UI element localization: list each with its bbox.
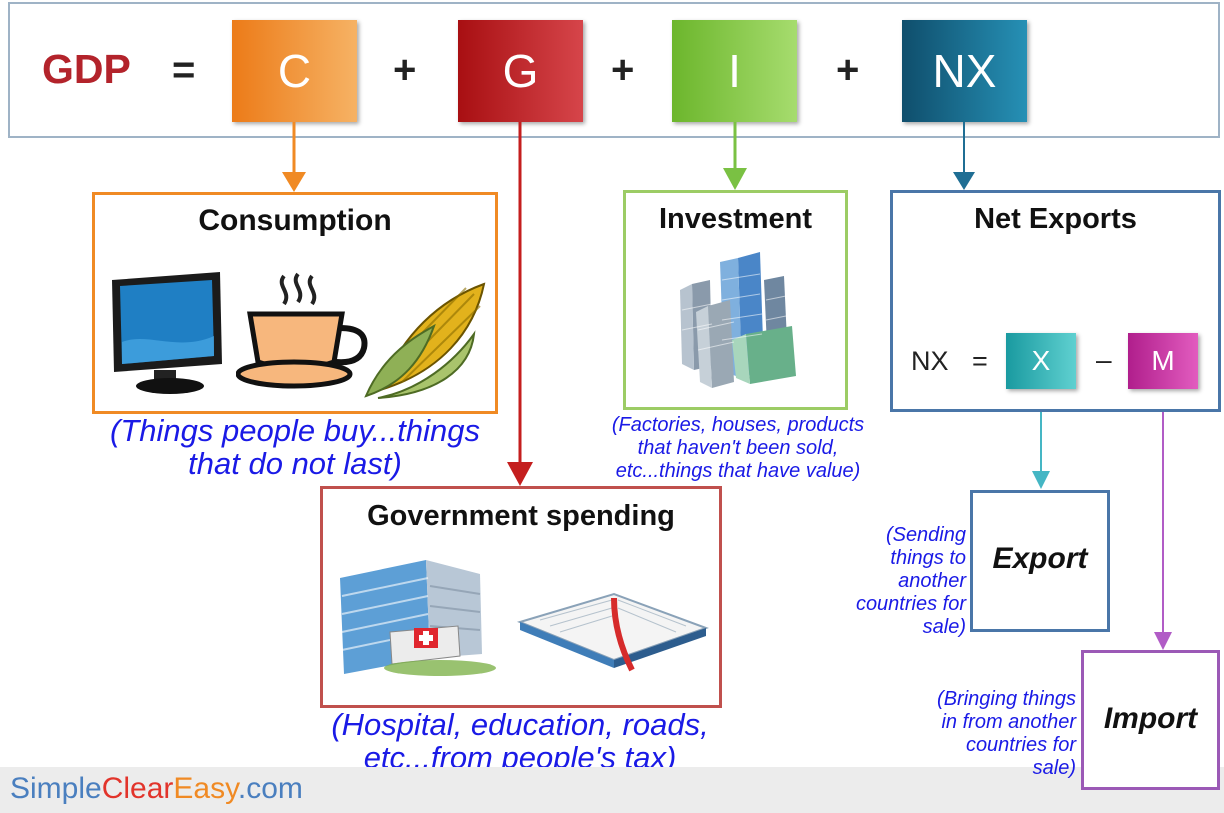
export-note-line: another — [898, 570, 966, 592]
brand-logo: SimpleClearEasy.com — [10, 772, 303, 806]
arrow-g-head — [507, 462, 533, 486]
export-note: (Sending things to another countries for… — [826, 524, 966, 639]
net-exports-title: Net Exports — [974, 203, 1137, 235]
consumption-note-line: that do not last) — [188, 446, 402, 481]
brand-part: Easy — [173, 772, 238, 805]
import-note-line: sale) — [1032, 757, 1076, 779]
arrow-c-head — [282, 172, 306, 192]
computer-monitor-icon — [112, 272, 222, 394]
investment-note-line: (Factories, houses, products — [611, 414, 865, 436]
import-box — [1081, 650, 1220, 790]
term-c: C — [232, 20, 357, 122]
investment-note-line: that haven't been sold, — [637, 437, 839, 459]
city-buildings-icon — [680, 252, 796, 388]
brand-part: .com — [237, 772, 303, 805]
export-title: Export — [992, 542, 1088, 575]
consumption-note: (Things people buy...things that do not … — [70, 414, 520, 480]
arrow-i-head — [723, 168, 747, 190]
arrow-m-head — [1154, 632, 1172, 650]
arrow-nx-head — [953, 172, 975, 190]
government-title: Government spending — [367, 500, 675, 532]
export-note-line: (Sending — [885, 524, 966, 546]
export-box — [970, 490, 1110, 632]
term-g: G — [458, 20, 583, 122]
nx-formula-equals: = — [972, 346, 988, 376]
consumption-title: Consumption — [198, 204, 392, 237]
plus-sign: + — [611, 48, 635, 92]
gdp-label: GDP — [42, 46, 131, 92]
term-m: M — [1128, 333, 1198, 389]
consumption-note-line: (Things people buy...things — [110, 413, 480, 448]
brand-part: Clear — [101, 772, 174, 805]
open-book-icon — [516, 592, 709, 672]
government-note-line: (Hospital, education, roads, — [331, 707, 709, 742]
equals-sign: = — [172, 48, 196, 92]
term-nx: NX — [902, 20, 1027, 122]
import-note: (Bringing things in from another countri… — [900, 688, 1076, 780]
export-note-line: sale) — [922, 616, 966, 638]
import-title: Import — [1103, 702, 1198, 735]
plus-sign: + — [836, 48, 860, 92]
import-note-line: in from another — [941, 711, 1076, 733]
coffee-cup-icon — [236, 272, 368, 389]
corn-icon — [364, 282, 486, 399]
arrow-x-head — [1032, 471, 1050, 489]
government-note: (Hospital, education, roads, etc...from … — [300, 708, 740, 774]
import-note-line: countries for — [965, 734, 1076, 756]
footer-bar — [0, 767, 1224, 813]
nx-formula-lhs: NX — [911, 346, 949, 376]
nx-formula-minus: – — [1096, 344, 1112, 375]
investment-note: (Factories, houses, products that haven'… — [578, 414, 898, 483]
export-note-line: things to — [890, 547, 966, 569]
term-i: I — [672, 20, 797, 122]
term-x: X — [1006, 333, 1076, 389]
hospital-icon — [340, 560, 496, 676]
plus-sign: + — [393, 48, 417, 92]
brand-part: Simple — [10, 772, 102, 805]
investment-title: Investment — [658, 203, 813, 235]
investment-note-line: etc...things that have value) — [615, 460, 861, 482]
import-note-line: (Bringing things — [937, 688, 1076, 710]
export-note-line: countries for — [855, 593, 966, 615]
